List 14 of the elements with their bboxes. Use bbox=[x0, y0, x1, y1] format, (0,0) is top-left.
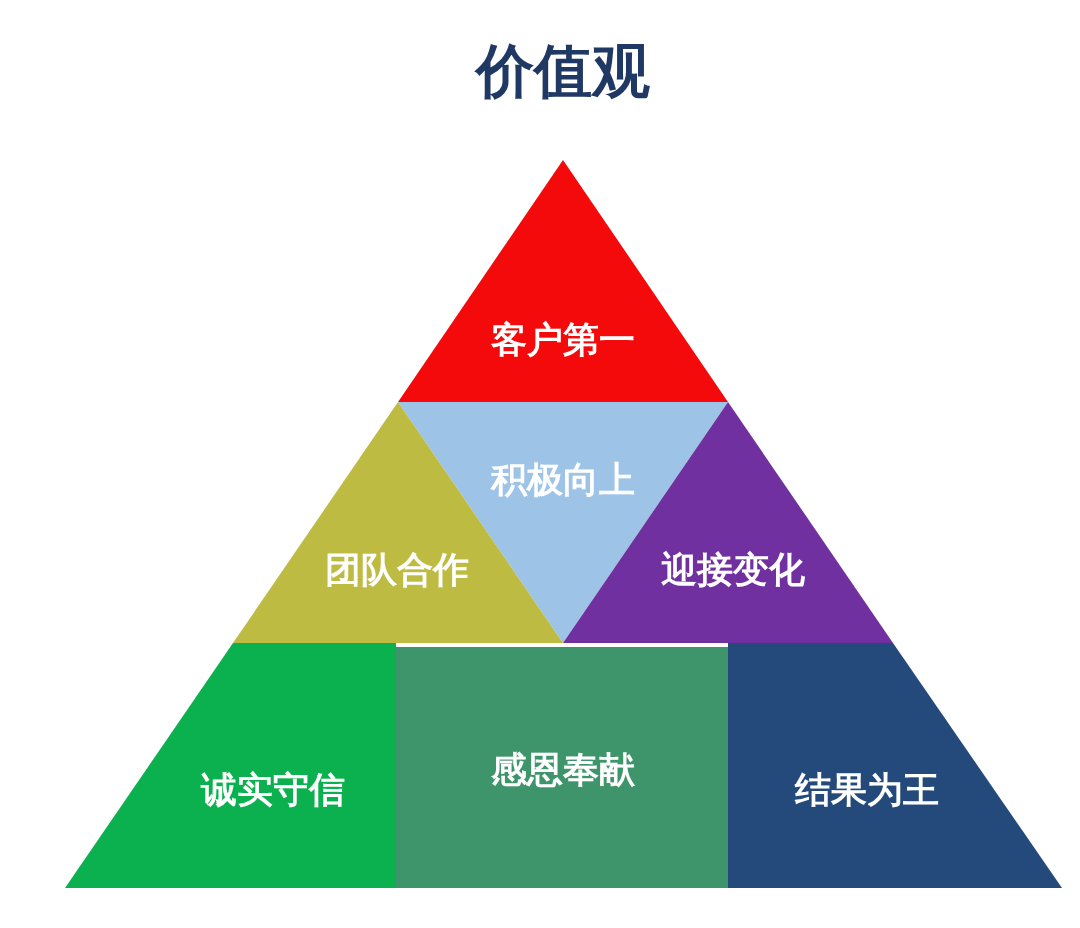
pyramid-segment bbox=[563, 402, 893, 643]
pyramid-segment bbox=[728, 643, 1062, 888]
pyramid-segment bbox=[398, 160, 728, 402]
segment-label: 感恩奉献 bbox=[491, 747, 635, 792]
segment-label: 迎接变化 bbox=[661, 547, 805, 592]
segment-label: 客户第一 bbox=[491, 317, 635, 362]
segment-label: 结果为王 bbox=[795, 767, 939, 812]
segment-label: 积极向上 bbox=[491, 457, 635, 502]
title: 价值观 bbox=[476, 36, 650, 107]
segment-label: 诚实守信 bbox=[201, 767, 345, 812]
pyramid-segment bbox=[65, 643, 396, 888]
pyramid-segment bbox=[396, 647, 728, 888]
pyramid-segment bbox=[233, 402, 563, 643]
segment-label: 团队合作 bbox=[325, 547, 469, 592]
